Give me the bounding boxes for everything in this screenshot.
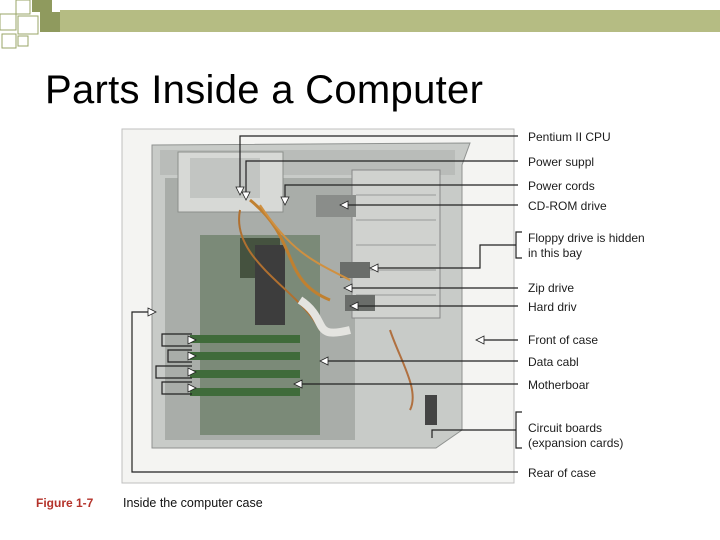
label-data-cable: Data cabl: [528, 355, 579, 369]
label-rear-case: Rear of case: [528, 466, 596, 480]
leader-lines: [131, 135, 522, 473]
figure-number: Figure 1-7: [36, 496, 94, 510]
arrowheads: [147, 186, 485, 393]
label-circuit-boards: Circuit boards(expansion cards): [528, 421, 623, 450]
label-hard-drive: Hard driv: [528, 300, 577, 314]
slide-title: Parts Inside a Computer: [45, 68, 484, 112]
label-front-case: Front of case: [528, 333, 598, 347]
label-cdrom: CD-ROM drive: [528, 199, 607, 213]
label-motherboard: Motherboar: [528, 378, 589, 392]
label-zip: Zip drive: [528, 281, 574, 295]
figure-caption: Inside the computer case: [123, 496, 263, 510]
corner-decoration: [0, 0, 720, 49]
computer-case-image: [151, 142, 471, 449]
label-cpu: Pentium II CPU: [528, 130, 611, 144]
label-power-supply: Power suppl: [528, 155, 594, 169]
label-power-cords: Power cords: [528, 179, 595, 193]
